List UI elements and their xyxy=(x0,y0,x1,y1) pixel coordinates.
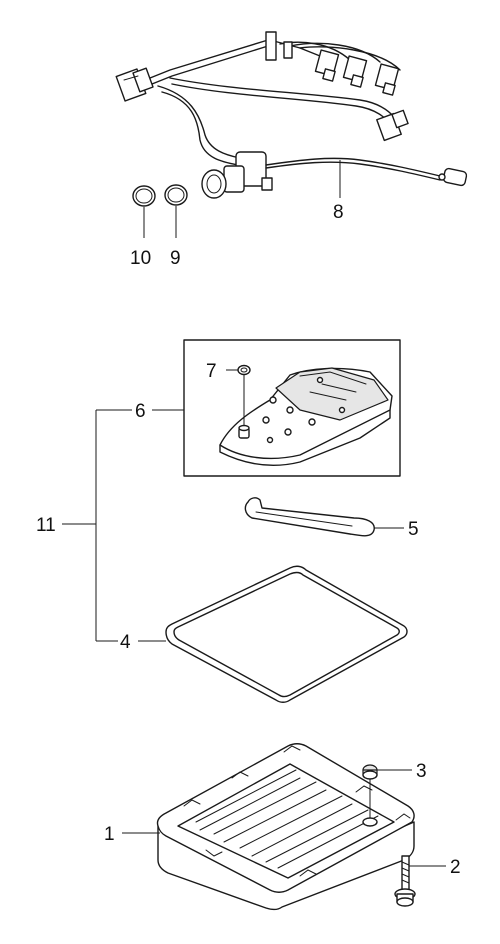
harness-connector-top-3 xyxy=(374,63,400,96)
callout-6: 6 xyxy=(135,401,146,422)
callout-9: 9 xyxy=(170,248,181,269)
transmission-filter xyxy=(219,367,393,466)
oil-pan-1 xyxy=(156,743,415,911)
filter-detail-box xyxy=(183,339,401,477)
assembly-bracket-11 xyxy=(62,409,184,642)
magnet-3 xyxy=(362,764,378,780)
callout-10: 10 xyxy=(130,248,151,269)
harness-sensor-plug xyxy=(438,167,468,187)
callout-4: 4 xyxy=(120,632,131,653)
callout-7: 7 xyxy=(206,361,217,382)
filter-seal-7 xyxy=(237,364,251,376)
callout-5: 5 xyxy=(408,519,419,540)
harness-connector-left xyxy=(115,67,154,102)
harness-connector-right xyxy=(376,109,409,142)
harness-connector-top-2 xyxy=(342,55,368,88)
o-ring-10 xyxy=(132,185,156,207)
harness-main-connector xyxy=(201,151,273,199)
filter-pipe-5 xyxy=(244,497,375,537)
callout-1: 1 xyxy=(104,824,115,845)
harness-connector-top-1 xyxy=(314,49,340,82)
callout-3: 3 xyxy=(416,761,427,782)
callout-11: 11 xyxy=(36,515,56,536)
callout-8: 8 xyxy=(333,202,344,223)
o-ring-9 xyxy=(164,184,188,206)
wiring-harness xyxy=(115,31,468,199)
callout-2: 2 xyxy=(450,857,461,878)
pan-gasket-4 xyxy=(165,565,408,703)
drain-bolt-2 xyxy=(394,855,416,907)
